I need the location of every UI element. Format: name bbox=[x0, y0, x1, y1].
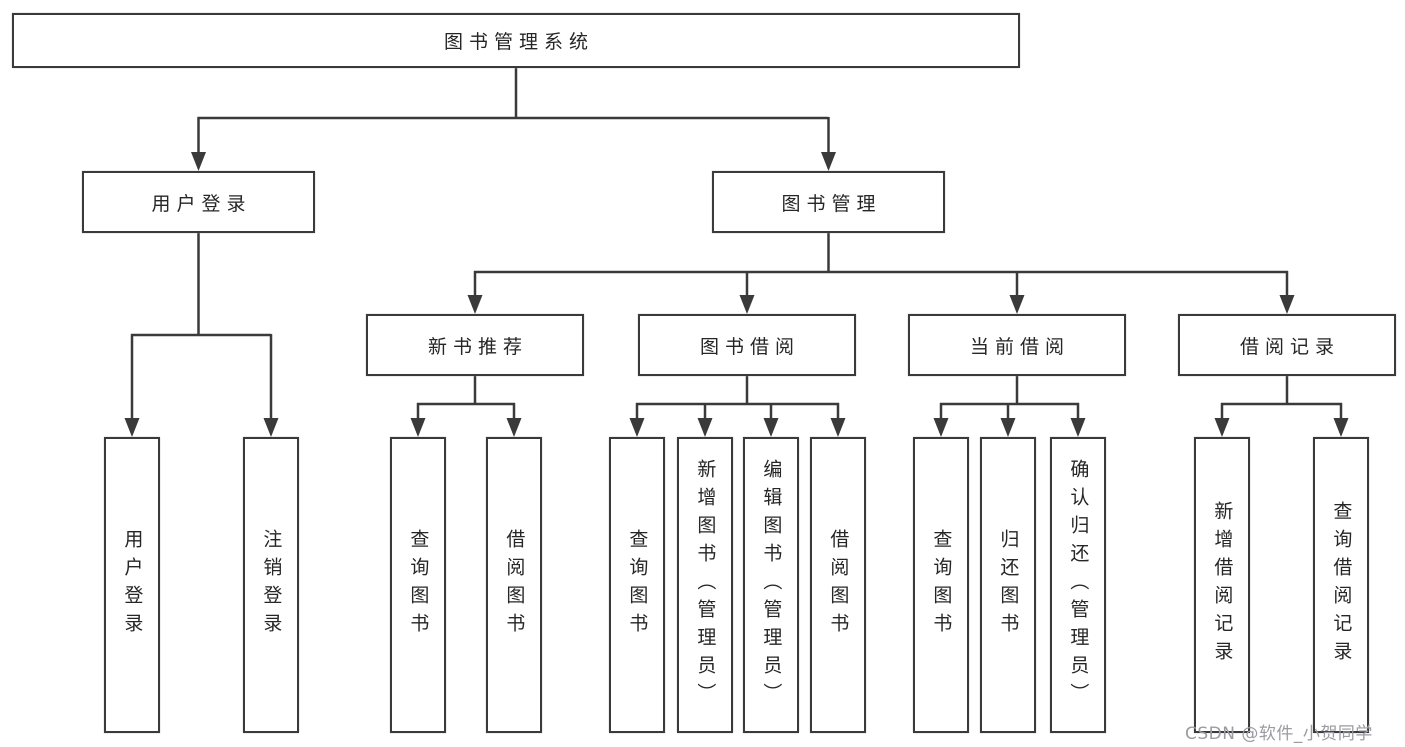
leaf-add-books-admin: 新增图书（管理员） bbox=[677, 437, 733, 733]
node-user-login: 用户登录 bbox=[82, 171, 315, 233]
node-label: 图书管理系统 bbox=[443, 31, 594, 53]
node-label: 查询图书 bbox=[626, 529, 649, 641]
node-label: 查询借阅记录 bbox=[1330, 501, 1353, 669]
node-label: 查询图书 bbox=[407, 529, 430, 641]
leaf-borrow-books-recommend: 借阅图书 bbox=[486, 437, 542, 733]
node-label: 借阅图书 bbox=[827, 529, 850, 641]
leaf-logout-login: 注销登录 bbox=[243, 437, 299, 733]
node-label: 当前借阅 bbox=[969, 335, 1070, 358]
node-label: 新书推荐 bbox=[427, 335, 528, 358]
node-borrow-records: 借阅记录 bbox=[1178, 314, 1396, 376]
node-label: 借阅记录 bbox=[1239, 335, 1340, 358]
node-label: 新增借阅记录 bbox=[1211, 501, 1234, 669]
leaf-edit-books-admin: 编辑图书（管理员） bbox=[743, 437, 799, 733]
node-label: 新增图书（管理员） bbox=[694, 459, 717, 711]
leaf-query-borrow-record: 查询借阅记录 bbox=[1313, 437, 1369, 733]
leaf-return-books: 归还图书 bbox=[980, 437, 1036, 733]
leaf-confirm-return-admin: 确认归还（管理员） bbox=[1050, 437, 1106, 733]
node-label: 图书管理 bbox=[781, 192, 882, 215]
leaf-query-books-borrow: 查询图书 bbox=[609, 437, 665, 733]
leaf-user-login: 用户登录 bbox=[104, 437, 160, 733]
node-label: 编辑图书（管理员） bbox=[760, 459, 783, 711]
node-label: 用户登录 bbox=[121, 529, 144, 641]
leaf-add-borrow-record: 新增借阅记录 bbox=[1194, 437, 1250, 733]
node-library-management-system: 图书管理系统 bbox=[12, 13, 1020, 68]
node-label: 图书借阅 bbox=[699, 335, 800, 358]
leaf-borrow-books: 借阅图书 bbox=[810, 437, 866, 733]
leaf-query-books-recommend: 查询图书 bbox=[390, 437, 446, 733]
arrowheads bbox=[124, 152, 1349, 437]
leaf-query-books-current: 查询图书 bbox=[913, 437, 969, 733]
node-label: 确认归还（管理员） bbox=[1067, 459, 1090, 711]
node-new-book-recommend: 新书推荐 bbox=[366, 314, 584, 376]
node-label: 归还图书 bbox=[997, 529, 1020, 641]
node-label: 用户登录 bbox=[151, 192, 252, 215]
node-book-borrow: 图书借阅 bbox=[638, 314, 856, 376]
node-label: 借阅图书 bbox=[503, 529, 526, 641]
node-current-borrow: 当前借阅 bbox=[908, 314, 1126, 376]
node-book-management: 图书管理 bbox=[712, 171, 945, 233]
node-label: 查询图书 bbox=[930, 529, 953, 641]
csdn-watermark: CSDN @软件_小贺同学 bbox=[1185, 724, 1373, 744]
node-label: 注销登录 bbox=[260, 529, 283, 641]
